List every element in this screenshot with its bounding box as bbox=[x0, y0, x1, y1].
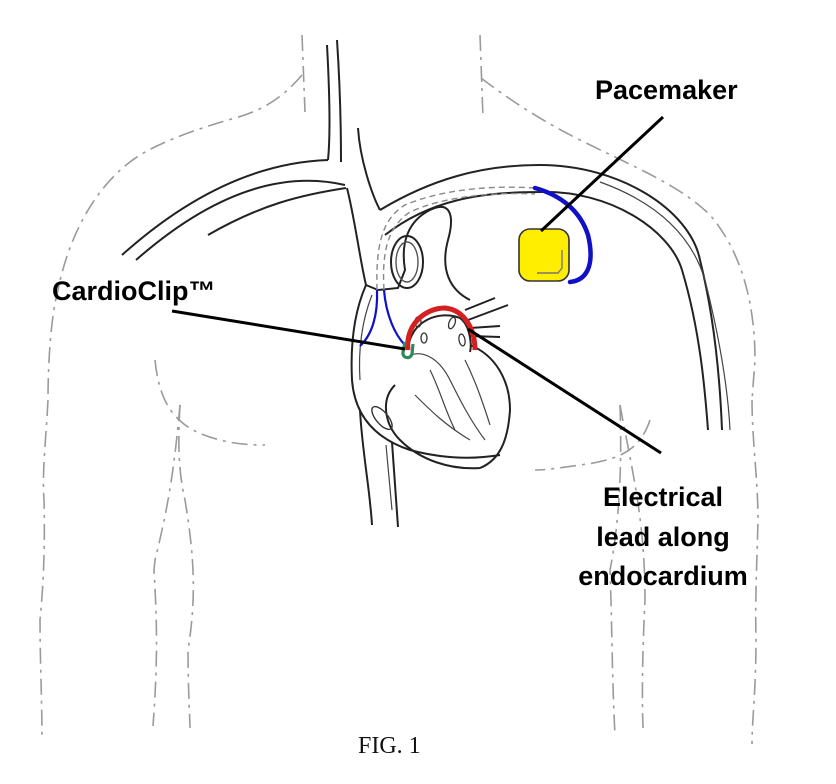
pulmonary-vein-opening-2 bbox=[420, 332, 428, 344]
right-shoulder bbox=[480, 77, 756, 401]
cardioclip-leader-line bbox=[171, 309, 406, 351]
svc-left bbox=[346, 187, 367, 286]
right-atrium-inner bbox=[358, 294, 373, 381]
pacemaker-port bbox=[537, 250, 563, 274]
ventricle-inner-2 bbox=[429, 369, 456, 431]
right-torso bbox=[751, 399, 759, 745]
neck-left bbox=[301, 34, 306, 113]
ventricle-inner-1 bbox=[409, 353, 486, 441]
cardioclip-device bbox=[401, 341, 415, 360]
pacemaker-lead-wire bbox=[532, 185, 593, 285]
jugular-vein-left bbox=[326, 44, 331, 161]
ivc-right bbox=[391, 441, 399, 528]
svc-right bbox=[357, 127, 381, 211]
right-subclavian-upper bbox=[379, 163, 723, 431]
ivc-inner bbox=[385, 444, 393, 511]
lead-in-vessel-1 bbox=[376, 186, 536, 291]
aortic-ring-inner bbox=[395, 241, 419, 283]
left-shoulder bbox=[47, 74, 303, 401]
pacemaker-leader-line bbox=[539, 115, 665, 233]
aorta-outline bbox=[429, 205, 471, 301]
heart bbox=[350, 284, 512, 528]
atrium-dome bbox=[407, 314, 472, 353]
ivc-left bbox=[359, 409, 373, 526]
ventricle-outline bbox=[384, 344, 512, 470]
lead-label-line-1: Electrical bbox=[603, 482, 723, 512]
pacemaker-device bbox=[518, 228, 570, 282]
figure-caption: FIG. 1 bbox=[358, 733, 421, 759]
great-vessels bbox=[121, 39, 731, 431]
left-subclavian-upper bbox=[121, 159, 329, 256]
pulmonary-vein-3 bbox=[469, 325, 501, 329]
body-outline bbox=[39, 34, 759, 745]
right-atrium-wall bbox=[350, 284, 501, 459]
lead-in-vessel-2 bbox=[382, 192, 536, 291]
pulmonary-vein-opening-4 bbox=[458, 333, 466, 347]
aortic-ring-outer bbox=[390, 235, 424, 289]
svc-body bbox=[365, 209, 431, 292]
left-abdomen-line-2 bbox=[178, 404, 195, 729]
right-subclavian-outer bbox=[599, 181, 731, 431]
pacemaker-label: Pacemaker bbox=[595, 75, 738, 105]
left-subclavian-mid bbox=[135, 179, 346, 261]
neck-right bbox=[479, 34, 484, 119]
jugular-vein-right bbox=[336, 39, 342, 163]
ventricle-inner-4 bbox=[414, 394, 471, 441]
left-subclavian-lower bbox=[207, 187, 347, 236]
pulmonary-vein-1 bbox=[464, 297, 496, 311]
lead-wire-right bbox=[382, 289, 406, 346]
lead-label-line-3: endocardium bbox=[578, 561, 748, 591]
right-abdomen-line-1 bbox=[609, 404, 622, 736]
left-pectoral bbox=[154, 359, 266, 446]
valve-flap bbox=[371, 405, 393, 431]
pulmonary-vein-2 bbox=[467, 304, 509, 321]
lead-leader-line bbox=[467, 327, 662, 455]
right-subclavian-lower bbox=[384, 190, 709, 431]
lead-label-line-2: lead along bbox=[596, 522, 730, 552]
right-pectoral bbox=[534, 419, 651, 471]
left-torso bbox=[39, 399, 49, 741]
right-abdomen-line-2 bbox=[619, 404, 646, 729]
lead-wire-left bbox=[359, 289, 379, 347]
cardioclip-label: CardioClip™ bbox=[52, 276, 216, 306]
ventricle-inner-3 bbox=[464, 359, 491, 426]
left-abdomen-line-1 bbox=[152, 404, 181, 727]
pulmonary-vein-opening-3 bbox=[447, 316, 457, 330]
